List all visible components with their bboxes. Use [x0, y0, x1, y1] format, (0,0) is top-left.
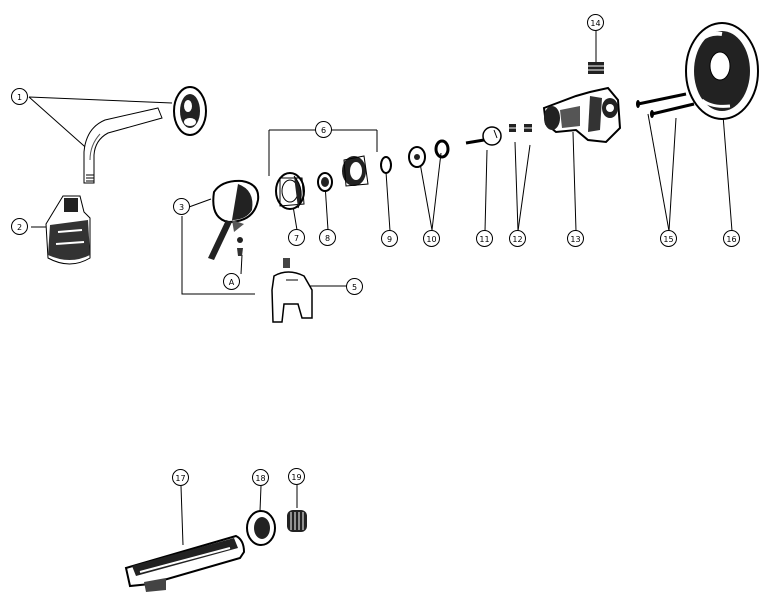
- cartridge-part: [271, 258, 313, 323]
- callout-16: 16: [723, 230, 740, 247]
- spring-parts: [509, 124, 532, 132]
- callout-6: 6: [315, 121, 332, 138]
- nut-part: [317, 172, 333, 192]
- sleeve-part: [342, 155, 369, 187]
- tub-spout-part: [124, 534, 246, 592]
- callout-17: 17: [172, 469, 189, 486]
- bonnet-nut-part: [275, 172, 305, 210]
- callout-1: 1: [11, 88, 28, 105]
- valve-body-part: [542, 86, 622, 144]
- handle-part: [208, 179, 260, 260]
- shower-arm-part: [83, 107, 163, 184]
- shower-flange-part: [173, 86, 207, 136]
- plug-part: [588, 62, 604, 74]
- callout-12: 12: [509, 230, 526, 247]
- callout-3: 3: [173, 198, 190, 215]
- callout-13: 13: [567, 230, 584, 247]
- callout-10: 10: [423, 230, 440, 247]
- spout-adapter-part: [287, 510, 307, 532]
- callout-7: 7: [288, 229, 305, 246]
- callout-15: 15: [660, 230, 677, 247]
- screw-parts: [636, 92, 695, 118]
- o-ring-part: [380, 156, 392, 174]
- screw-a-part: [237, 237, 243, 256]
- callout-19: 19: [288, 468, 305, 485]
- callout-9: 9: [381, 230, 398, 247]
- escutcheon-plate-part: [685, 22, 759, 120]
- callout-14: 14: [587, 14, 604, 31]
- leader-lines: [28, 31, 733, 546]
- shower-head-part: [45, 195, 91, 265]
- spout-nut-part: [246, 510, 276, 546]
- stem-part: [465, 126, 502, 146]
- callout-11: 11: [476, 230, 493, 247]
- washer-parts: [408, 139, 450, 168]
- callout-18: 18: [252, 469, 269, 486]
- callout-a: A: [223, 273, 240, 290]
- callout-8: 8: [319, 229, 336, 246]
- callout-2: 2: [11, 218, 28, 235]
- callout-5: 5: [346, 278, 363, 295]
